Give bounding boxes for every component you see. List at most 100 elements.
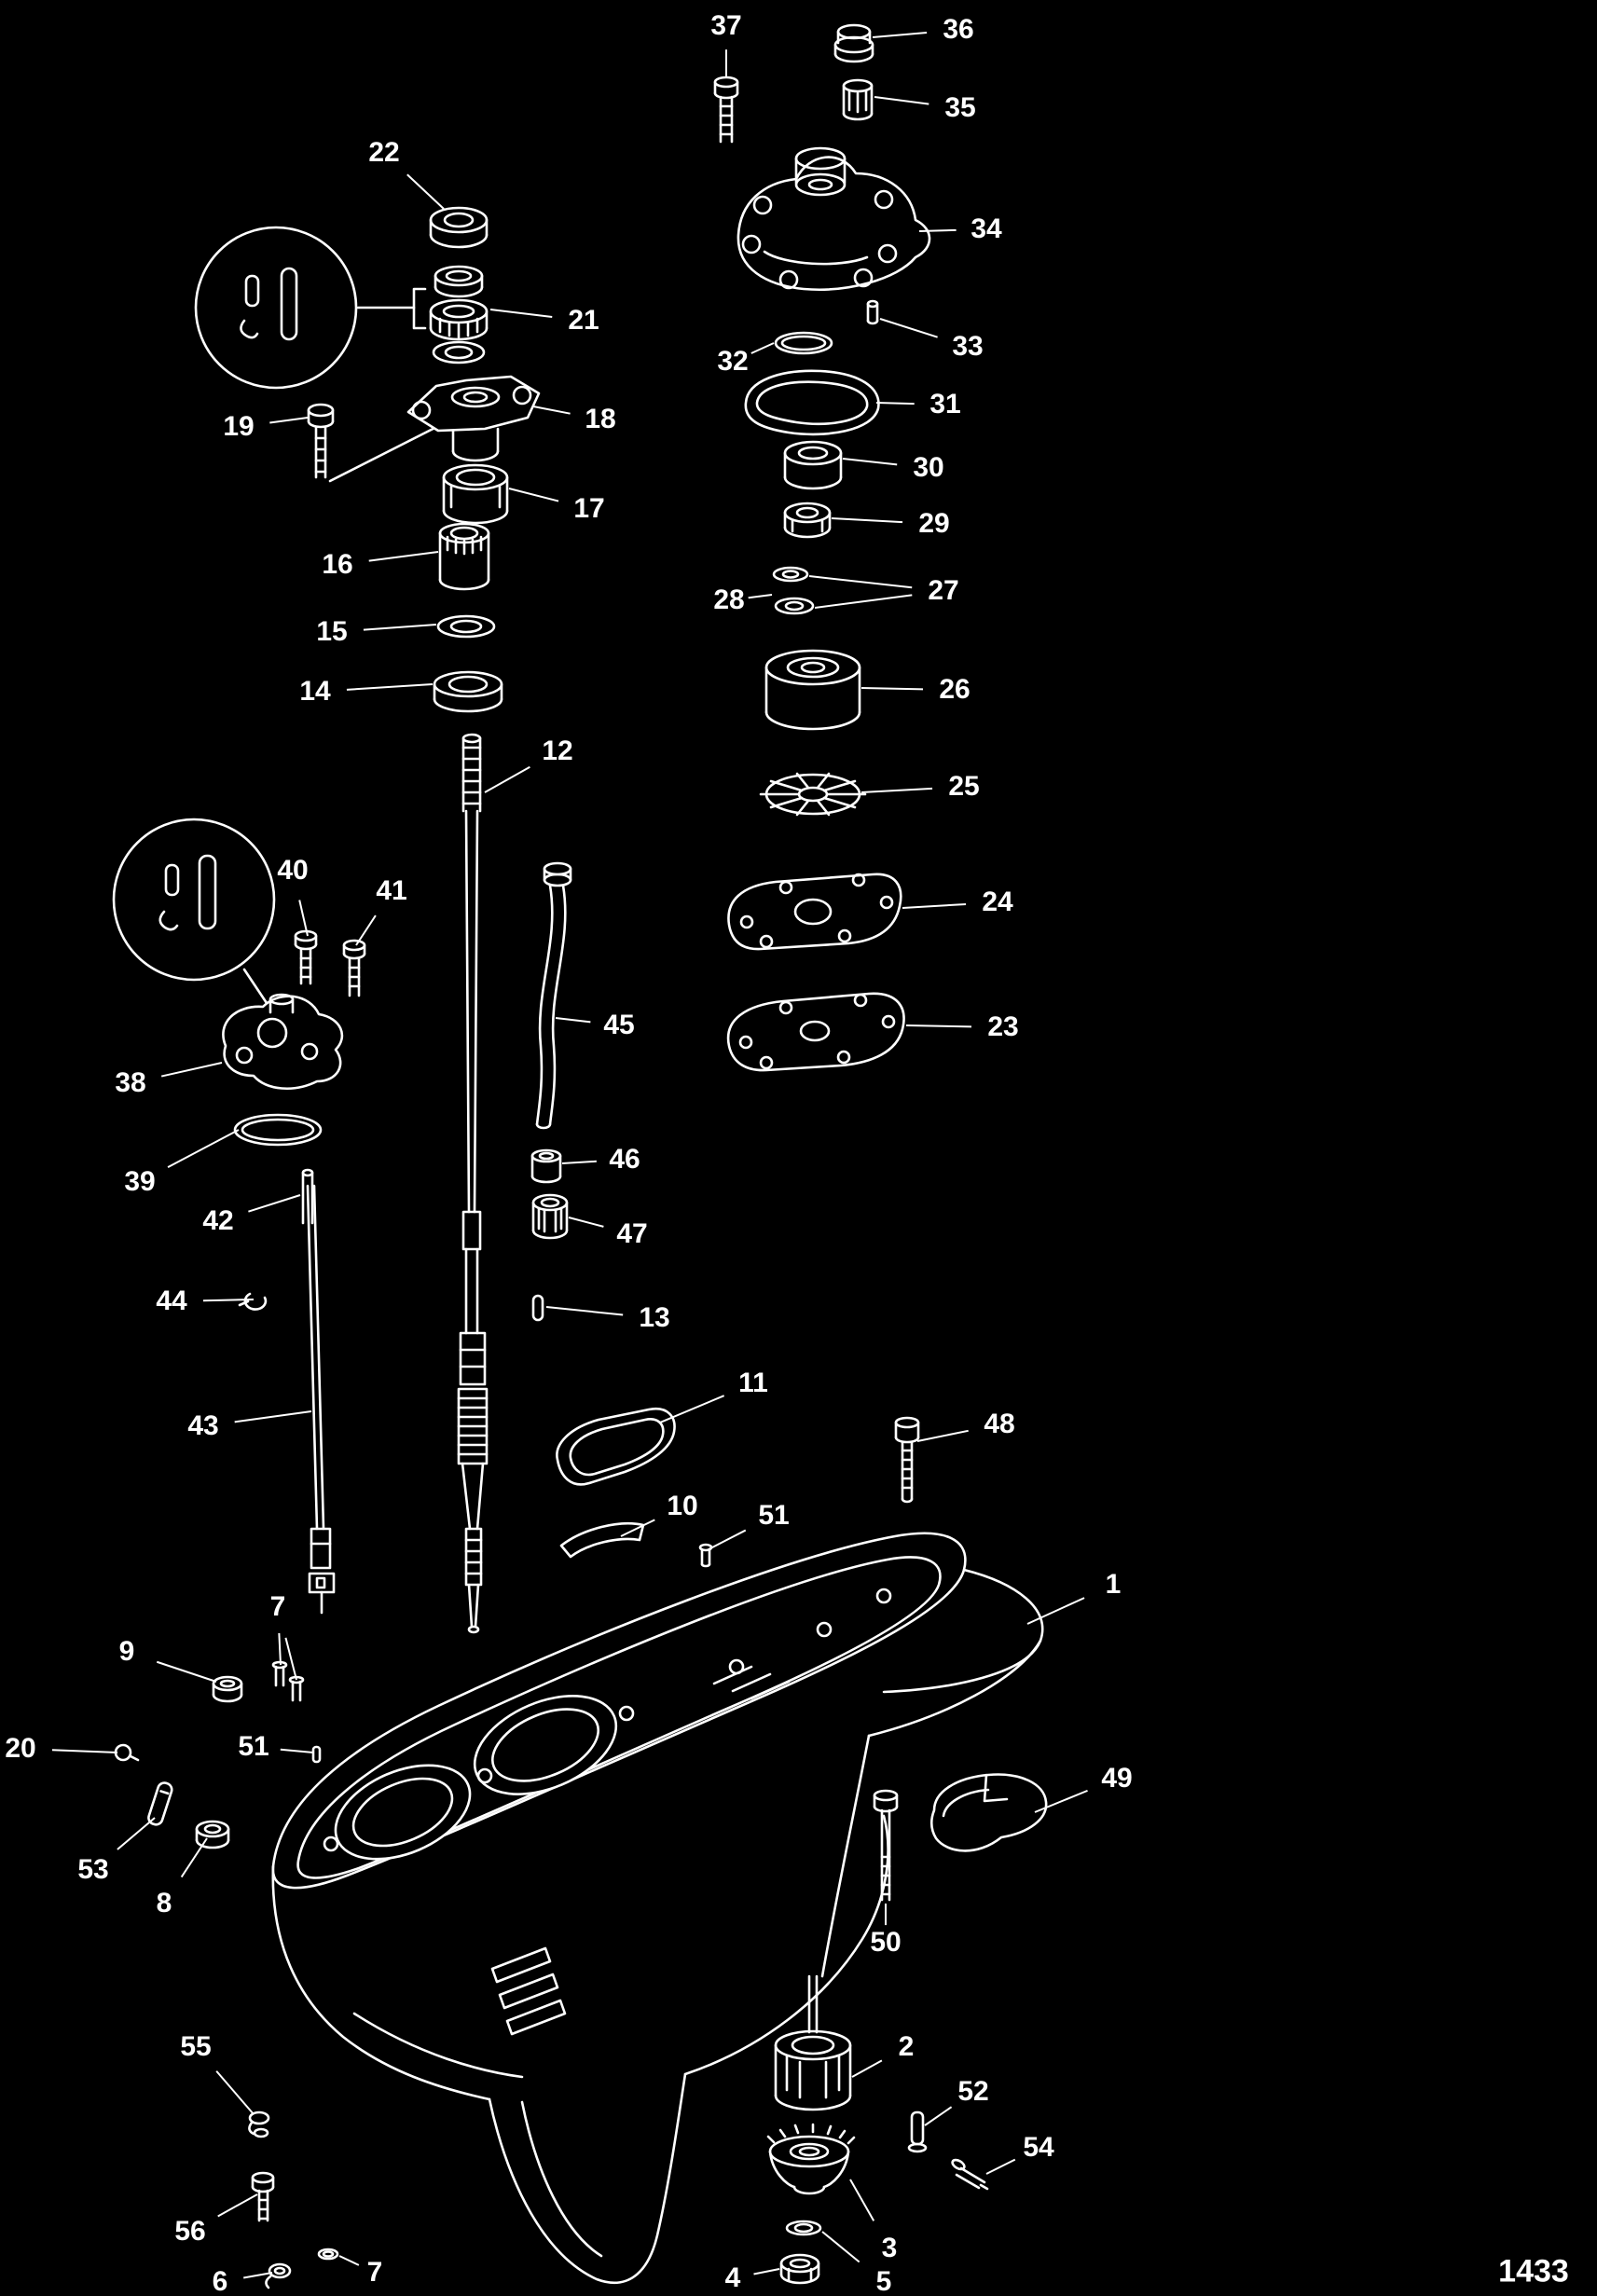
part-label-33: 33 <box>952 331 984 362</box>
part-39-oring <box>233 1113 323 1147</box>
part-34-water-pump-housing <box>737 146 931 291</box>
part-label-40: 40 <box>277 855 309 886</box>
part-15-washer <box>436 614 496 639</box>
part-label-50: 50 <box>870 1927 902 1958</box>
part-label-28: 28 <box>713 584 745 615</box>
part-23-gasket <box>726 992 905 1072</box>
part-47-fitting <box>531 1193 569 1240</box>
part-label-18: 18 <box>585 404 616 434</box>
part-label-7: 7 <box>269 1591 286 1622</box>
part-label-51: 51 <box>238 1731 269 1762</box>
part-label-25: 25 <box>948 771 980 802</box>
part-label-46: 46 <box>609 1144 640 1175</box>
part-label-45: 45 <box>603 1010 635 1040</box>
part-label-36: 36 <box>943 14 974 45</box>
part-31-gasket <box>744 369 880 436</box>
part-label-16: 16 <box>322 549 353 580</box>
part-33-pin <box>866 299 879 325</box>
part-29-nut <box>783 502 832 539</box>
part-1-gear-housing <box>271 1532 1044 2284</box>
part-label-27: 27 <box>928 575 959 606</box>
part-5-washer <box>785 2220 822 2236</box>
part-42-pin <box>301 1168 314 1225</box>
part-label-17: 17 <box>573 493 605 524</box>
part-label-42: 42 <box>202 1205 234 1236</box>
part-51-screw-upper <box>698 1543 713 1568</box>
part-label-4: 4 <box>724 2262 741 2293</box>
part-label-37: 37 <box>710 10 742 41</box>
part-30-cup <box>783 440 843 490</box>
part-label-9: 9 <box>118 1636 135 1667</box>
part-label-7: 7 <box>366 2257 383 2288</box>
part-label-23: 23 <box>987 1011 1019 1042</box>
part-label-41: 41 <box>376 875 407 906</box>
part-label-44: 44 <box>156 1285 187 1316</box>
part-label-52: 52 <box>957 2076 989 2107</box>
leader-lines <box>51 31 1088 2279</box>
part-37-screw <box>713 76 739 144</box>
part-51-pin-lower <box>311 1745 322 1764</box>
part-label-13: 13 <box>639 1302 670 1333</box>
part-label-22: 22 <box>368 137 400 168</box>
part-label-39: 39 <box>124 1166 156 1197</box>
part-11-trim-tab <box>556 1407 676 1486</box>
part-13-pin <box>531 1294 544 1322</box>
part-label-49: 49 <box>1101 1763 1133 1794</box>
part-38-shift-cam <box>222 993 344 1091</box>
part-label-32: 32 <box>717 346 749 377</box>
part-18-pump-base <box>406 375 541 462</box>
part-label-48: 48 <box>984 1409 1015 1439</box>
part-49-anode <box>929 1773 1048 1852</box>
part-40-screw <box>294 929 318 985</box>
part-56-screw <box>251 2171 275 2222</box>
part-12-driveshaft <box>457 733 489 1634</box>
part-17-carrier <box>442 463 509 525</box>
part-label-6: 6 <box>212 2266 228 2296</box>
detail-callout-left <box>112 818 276 1005</box>
part-36-fitting <box>833 23 874 63</box>
part-43-shift-shaft <box>306 1184 336 1615</box>
part-28-washer <box>772 566 809 583</box>
part-9-nut <box>212 1675 243 1703</box>
figure-number: 1433 <box>1498 2253 1569 2289</box>
part-21-bearing-stack <box>429 265 489 364</box>
part-54-screw <box>951 2158 989 2191</box>
part-label-11: 11 <box>738 1368 768 1398</box>
part-label-53: 53 <box>77 1854 109 1885</box>
part-label-47: 47 <box>616 1218 648 1249</box>
assembly-dashed-lines <box>463 45 813 1417</box>
part-25-impeller <box>759 772 867 817</box>
part-label-29: 29 <box>918 508 950 539</box>
part-label-38: 38 <box>115 1067 146 1098</box>
part-label-1: 1 <box>1105 1569 1122 1600</box>
part-label-56: 56 <box>174 2216 206 2247</box>
part-7-screws-upper <box>271 1660 305 1702</box>
part-label-24: 24 <box>982 887 1013 917</box>
part-label-54: 54 <box>1023 2132 1054 2163</box>
part-3-gear <box>766 2123 856 2195</box>
part-label-5: 5 <box>875 2266 892 2296</box>
part-50-bolt <box>873 1789 899 1902</box>
part-45-hose <box>535 861 572 1130</box>
part-35-bushing <box>842 78 874 121</box>
part-label-3: 3 <box>881 2233 898 2263</box>
part-10-strip <box>559 1521 645 1559</box>
part-label-2: 2 <box>898 2031 915 2062</box>
part-46-fitting <box>530 1148 562 1184</box>
part-label-20: 20 <box>5 1733 36 1764</box>
part-label-10: 10 <box>667 1491 698 1521</box>
part-26-drum <box>764 649 861 731</box>
parts-artwork <box>112 23 1048 2289</box>
part-label-55: 55 <box>180 2031 212 2062</box>
part-24-plate <box>727 873 902 951</box>
part-22-cap <box>429 206 489 249</box>
part-14-seal <box>433 670 503 713</box>
part-20-ball <box>114 1743 140 1762</box>
part-label-43: 43 <box>187 1410 219 1441</box>
part-2-bearing-carrier <box>774 1974 852 2111</box>
part-label-15: 15 <box>316 616 348 647</box>
part-label-30: 30 <box>913 452 944 483</box>
part-label-51: 51 <box>758 1500 790 1531</box>
